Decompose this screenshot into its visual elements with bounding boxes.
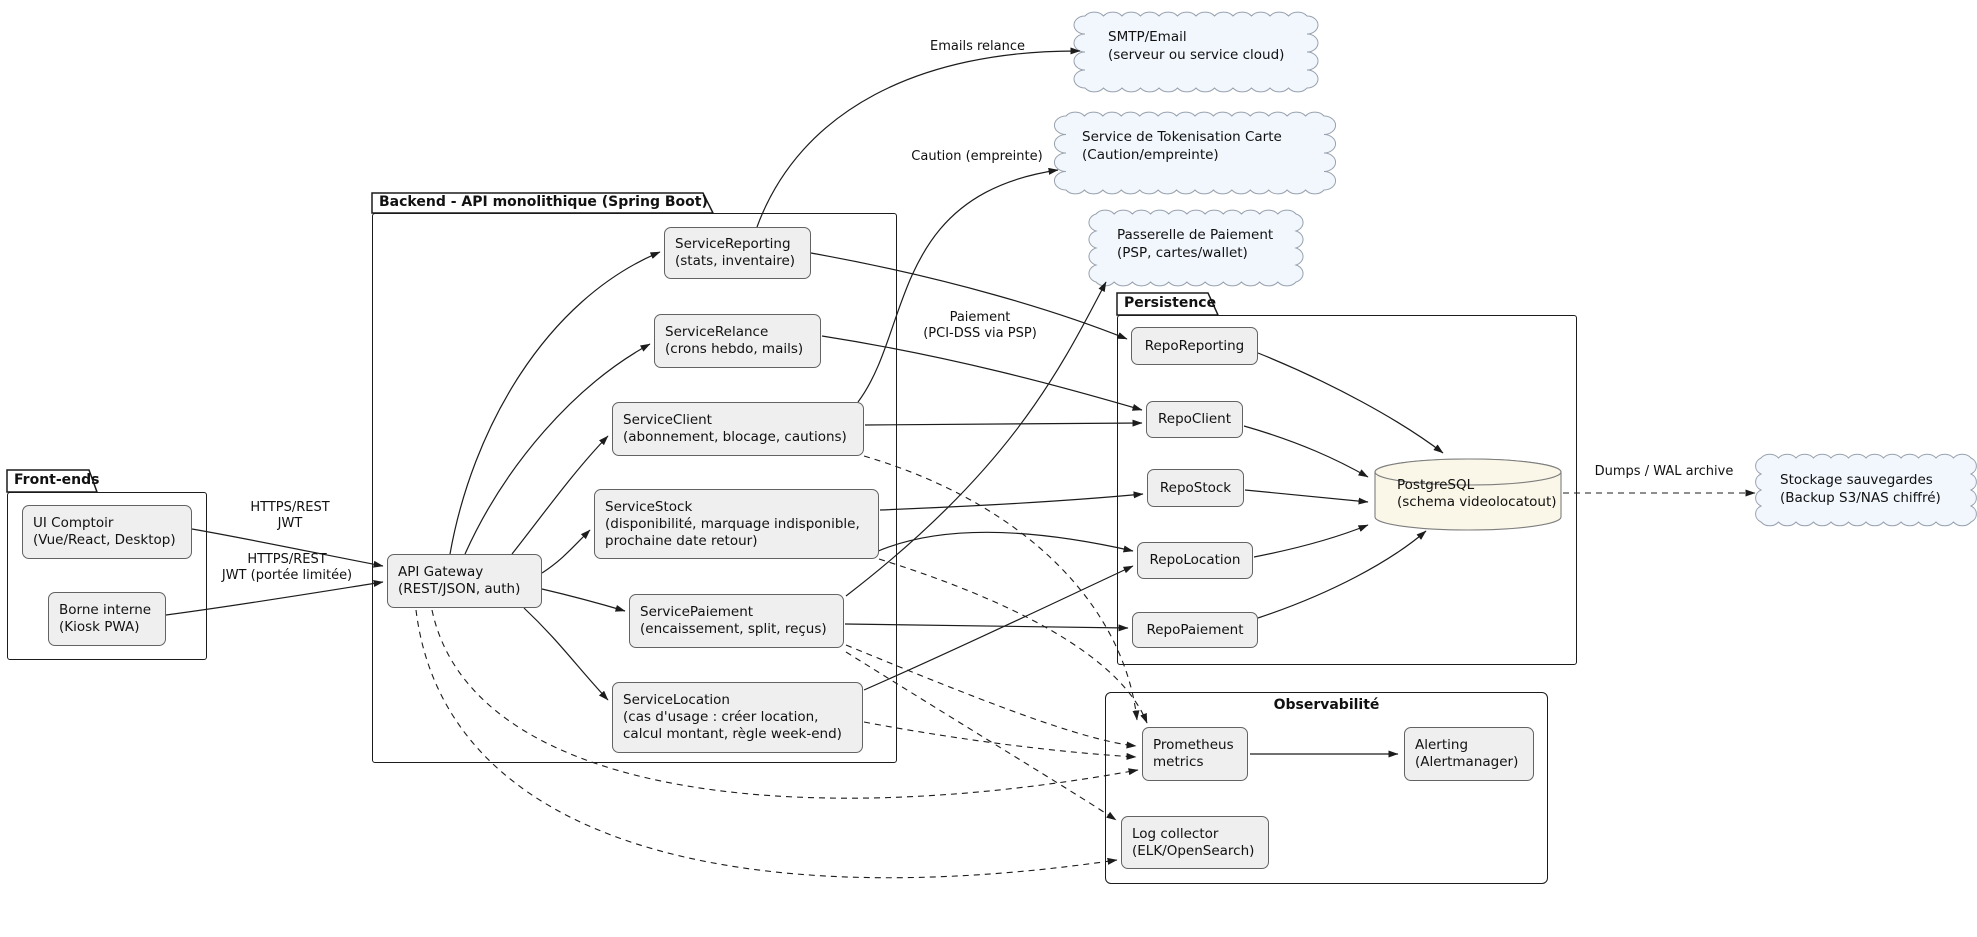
frontends-package-title: Front-ends [14,472,100,488]
cloud-backup [1755,453,1977,527]
edge-label-dumps-wal: Dumps / WAL archive [1594,464,1734,479]
node-service-paiement: ServicePaiement (encaissement, split, re… [629,594,844,648]
edge-service_client-repo_client [864,419,1143,427]
edge-service_location-repo_location [863,565,1134,691]
edge-borne_interne-api_gateway [165,580,384,616]
edge-repo_stock-postgresql [1244,489,1369,505]
edge-api_gateway-service_paiement [541,588,626,612]
persistence-package-title: Persistence [1124,295,1217,311]
backend-package [372,213,897,763]
edge-service_stock-repo_location [875,531,1134,553]
edge-api_gateway-service_location [523,607,609,701]
frontends-package [7,492,207,660]
edge-service_location-prometheus [863,721,1137,760]
node-service-stock: ServiceStock (disponibilité, marquage in… [594,489,879,559]
cloud-psp-label: Passerelle de Paiement (PSP, cartes/wall… [1117,227,1274,261]
node-repo-stock: RepoStock [1147,469,1244,507]
edge-service_paiement-repo_paiement [844,623,1129,632]
node-api-gateway: API Gateway (REST/JSON, auth) [387,554,542,608]
edge-api_gateway-service_client [511,435,609,555]
edge-api_gateway-prometheus [431,609,1139,799]
cloud-backup-label: Stockage sauvegardes (Backup S3/NAS chif… [1780,472,1941,506]
edge-service_relance-repo_client [821,335,1143,411]
edge-repo_reporting-postgresql [1257,352,1444,454]
node-service-client: ServiceClient (abonnement, blocage, caut… [612,402,864,456]
edge-service_stock-repo_stock [879,491,1144,511]
edge-service_paiement-log_collector [845,651,1117,821]
node-borne-interne: Borne interne (Kiosk PWA) [48,592,166,646]
edge-repo_location-postgresql [1253,524,1369,558]
database-cylinder-icon [1374,458,1562,531]
edge-service_relance-smtp [756,47,1081,228]
edge-service_stock-prometheus [878,558,1148,724]
node-service-relance: ServiceRelance (crons hebdo, mails) [654,314,821,368]
node-repo-reporting: RepoReporting [1131,327,1258,365]
edge-label-https-jwt: HTTPS/REST JWT [250,500,330,531]
cloud-tokenisation-label: Service de Tokenisation Carte (Caution/e… [1082,129,1282,163]
node-service-reporting: ServiceReporting (stats, inventaire) [664,227,811,279]
node-prometheus: Prometheus metrics [1142,727,1248,781]
node-repo-location: RepoLocation [1137,542,1253,579]
edge-service_reporting-repo_reporting [810,252,1128,340]
cloud-smtp [1073,11,1319,93]
persistence-package [1117,315,1577,665]
edge-service_paiement-prometheus [845,644,1137,749]
edge-api_gateway-service_relance [464,343,651,555]
edge-api_gateway-service_stock [541,529,591,574]
edge-service_client-tokenisation [857,167,1059,403]
cloud-smtp-label: SMTP/Email (serveur ou service cloud) [1108,29,1285,63]
node-repo-paiement: RepoPaiement [1132,612,1258,648]
edge-service_client-prometheus [863,455,1140,721]
edge-service_paiement-psp [845,281,1107,597]
edge-label-https-jwt-kiosk: HTTPS/REST JWT (portée limitée) [221,552,353,583]
edge-repo_paiement-postgresql [1257,530,1427,619]
node-ui-comptoir: UI Comptoir (Vue/React, Desktop) [22,505,192,559]
cloud-tokenisation [1054,111,1336,195]
edge-label-paiement-psp: Paiement (PCI-DSS via PSP) [923,310,1037,341]
observability-package [1105,692,1548,884]
edge-ui_comptoir-api_gateway [191,528,384,568]
edge-label-caution: Caution (empreinte) [911,149,1043,164]
node-log-collector: Log collector (ELK/OpenSearch) [1121,816,1269,869]
backend-package-title: Backend - API monolithique (Spring Boot) [379,194,708,210]
edge-repo_client-postgresql [1243,425,1369,478]
edge-api_gateway-service_reporting [449,251,661,555]
node-alerting: Alerting (Alertmanager) [1404,727,1534,781]
node-service-location: ServiceLocation (cas d'usage : créer loc… [612,682,863,753]
edge-label-emails-relance: Emails relance [930,39,1025,54]
observability-package-title: Observabilité [1273,697,1380,713]
node-repo-client: RepoClient [1146,401,1243,438]
postgresql-label: PostgreSQL (schema videolocatout) [1397,477,1557,510]
